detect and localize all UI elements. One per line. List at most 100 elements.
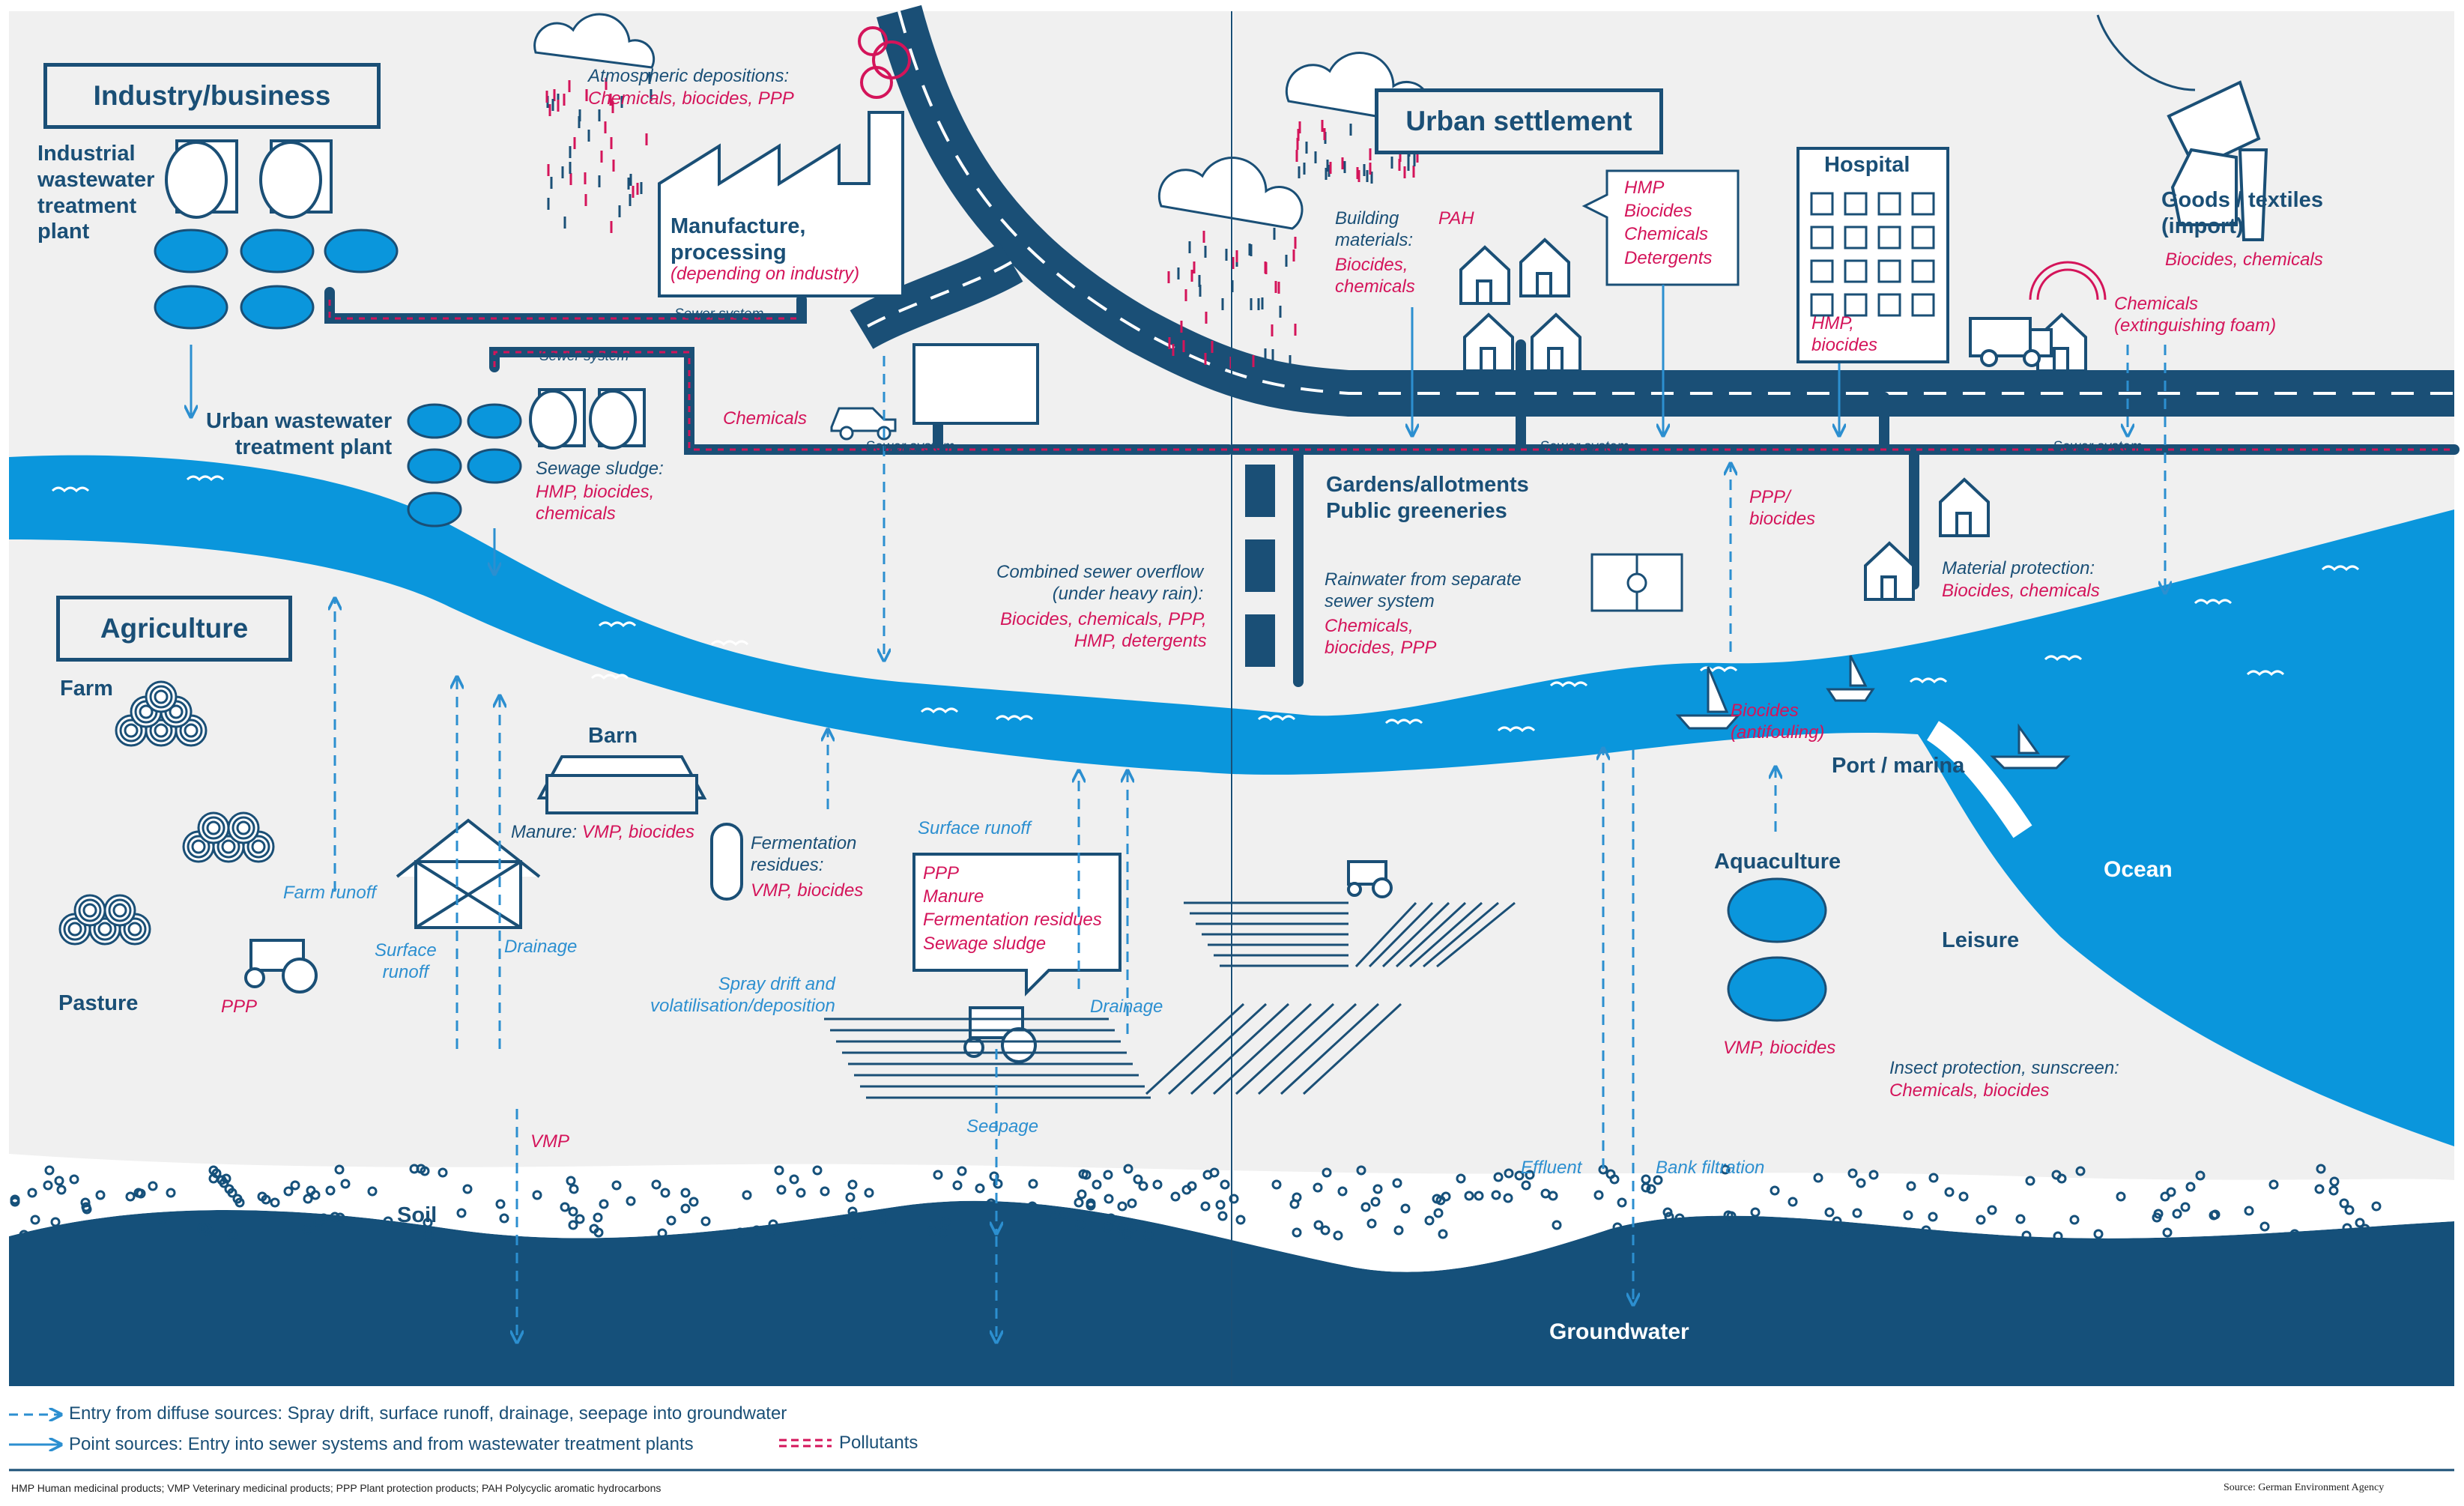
field-rows bbox=[824, 901, 1516, 1099]
price-tag-string bbox=[2096, 14, 2196, 91]
silo bbox=[710, 823, 743, 901]
urban-digesters bbox=[529, 388, 646, 450]
hospital-label: Hospital bbox=[1824, 153, 1910, 177]
hay-bales bbox=[58, 680, 275, 946]
sewer-label-1: Sewer system bbox=[674, 306, 764, 322]
leisure-items: Chemicals, biocides bbox=[1889, 1080, 2050, 1101]
goods-title: Goods / textiles (import) bbox=[2161, 188, 2323, 238]
farm-runoff-label: Farm runoff bbox=[283, 883, 377, 903]
boats bbox=[1675, 655, 2071, 769]
hospital-windows bbox=[1810, 192, 1935, 317]
surface-runoff-label-2: Surface runoff bbox=[375, 940, 437, 982]
footer-abbreviations: HMP Human medicinal products; VMP Veteri… bbox=[11, 1482, 662, 1494]
pah-label: PAH bbox=[1438, 208, 1474, 229]
cso-title: Combined sewer overflow (under heavy rai… bbox=[996, 562, 1204, 604]
industrial-digesters bbox=[165, 139, 333, 219]
groundwater-label: Groundwater bbox=[1549, 1319, 1689, 1344]
bank-filtration-label: Bank filtration bbox=[1656, 1158, 1765, 1178]
hospital-building bbox=[1796, 147, 1949, 363]
farm-label: Farm bbox=[60, 677, 113, 701]
house-items: HMP Biocides Chemicals Detergents bbox=[1624, 178, 1713, 268]
aquaculture-label: Aquaculture bbox=[1714, 850, 1841, 874]
effluent-label: Effluent bbox=[1521, 1158, 1582, 1178]
surface-runoff-label: Surface runoff bbox=[918, 818, 1031, 838]
goods-textiles bbox=[2167, 80, 2268, 241]
pasture-label: Pasture bbox=[58, 991, 139, 1015]
port-label: Port / marina bbox=[1832, 754, 1965, 778]
callout-items: PPP Manure Fermentation residues Sewage … bbox=[923, 863, 1102, 954]
houses bbox=[1459, 238, 2087, 601]
tractors bbox=[244, 860, 1393, 1063]
legend-point-text: Point sources: Entry into sewer systems … bbox=[69, 1434, 694, 1454]
fire-waves bbox=[2029, 261, 2107, 300]
atmospheric-title: Atmospheric depositions: bbox=[588, 66, 790, 86]
fire-truck bbox=[1969, 317, 2053, 367]
ppp-label: PPP bbox=[221, 997, 258, 1017]
manure-title: Manure: VMP, biocides bbox=[511, 822, 694, 844]
sewer-label-3: Sewer system bbox=[865, 439, 955, 455]
water-waves bbox=[51, 475, 2360, 733]
ppp-biocides-label: PPP/ biocides bbox=[1749, 487, 1816, 529]
drainage-label-1: Drainage bbox=[504, 937, 578, 957]
leisure-title: Insect protection, sunscreen: bbox=[1889, 1058, 2119, 1078]
legend-pollutant-line bbox=[779, 1439, 832, 1448]
industrial-tanks bbox=[154, 229, 399, 330]
point-source-arrows bbox=[191, 285, 1839, 573]
footer-source: Source: German Environment Agency bbox=[2224, 1482, 2385, 1493]
vmp-label: VMP bbox=[530, 1131, 570, 1152]
sewer-label-5: Sewer system bbox=[2053, 439, 2143, 455]
pier bbox=[1926, 721, 2032, 838]
section-industry: Industry/business bbox=[43, 63, 381, 129]
urban-wwtp-label: Urban wastewater treatment plant bbox=[206, 409, 393, 459]
spray-drift-label: Spray drift and volatilisation/depositio… bbox=[650, 974, 835, 1016]
rain-items: Chemicals, biocides, PPP bbox=[1325, 616, 1437, 658]
fire-items: Chemicals (extinguishing foam) bbox=[2114, 294, 2277, 336]
manufacture-sub: (depending on industry) bbox=[671, 264, 860, 284]
antifouling-label: Biocides (antifouling) bbox=[1731, 701, 1825, 743]
atmospheric-items: Chemicals, biocides, PPP bbox=[588, 88, 794, 109]
manure-items: VMP, biocides bbox=[581, 822, 695, 842]
soil-particles bbox=[10, 1164, 2382, 1242]
river bbox=[9, 455, 2454, 1146]
gardens-label: Gardens/allotments Public greeneries bbox=[1326, 473, 1529, 523]
sewer-pollutant-dashes bbox=[328, 300, 2454, 451]
rain-title: Rainwater from separate sewer system bbox=[1325, 569, 1522, 611]
soil-label: Soil bbox=[397, 1203, 438, 1227]
goods-items: Biocides, chemicals bbox=[2165, 250, 2323, 270]
drainage-label-2: Drainage bbox=[1090, 997, 1163, 1017]
leisure-label: Leisure bbox=[1942, 928, 2020, 952]
ocean-label: Ocean bbox=[2104, 857, 2173, 882]
material-title: Material protection: bbox=[1942, 558, 2095, 578]
aquaculture-ponds bbox=[1727, 877, 1827, 1022]
section-agriculture: Agriculture bbox=[56, 596, 292, 662]
sports-field bbox=[1590, 553, 1683, 612]
house-callout bbox=[1581, 169, 1740, 286]
legend-pollutants-text: Pollutants bbox=[839, 1433, 918, 1453]
factory-smoke bbox=[858, 26, 911, 99]
seepage-label: Seepage bbox=[966, 1116, 1039, 1137]
building-items: Biocides, chemicals bbox=[1335, 255, 1415, 297]
sewage-sludge-items: HMP, biocides, chemicals bbox=[536, 482, 655, 524]
legend-diffuse-text: Entry from diffuse sources: Spray drift,… bbox=[69, 1403, 787, 1424]
car bbox=[830, 407, 897, 441]
section-urban: Urban settlement bbox=[1375, 88, 1663, 154]
sewage-sludge-title: Sewage sludge: bbox=[536, 459, 664, 479]
farm-shed bbox=[396, 818, 541, 929]
manure-title-text: Manure: bbox=[511, 822, 582, 842]
barn-label: Barn bbox=[588, 724, 638, 748]
aquaculture-items: VMP, biocides bbox=[1723, 1038, 1836, 1058]
barn bbox=[536, 755, 707, 814]
chemicals-label: Chemicals bbox=[723, 408, 808, 429]
callout-box bbox=[912, 853, 1121, 997]
sewer-label-4: Sewer system bbox=[1540, 439, 1629, 455]
material-items: Biocides, chemicals bbox=[1942, 581, 2100, 601]
urban-tanks bbox=[407, 403, 522, 527]
industrial-wwtp-label: Industrial wastewater treatment plant bbox=[37, 142, 155, 244]
hospital-items: HMP, biocides bbox=[1811, 313, 1878, 355]
manufacture-label: Manufacture, processing bbox=[671, 214, 806, 264]
factory bbox=[658, 111, 904, 297]
rain bbox=[545, 72, 1423, 369]
fermentation-title: Fermentation residues: bbox=[751, 833, 857, 875]
building-title: Building materials: bbox=[1335, 208, 1414, 250]
